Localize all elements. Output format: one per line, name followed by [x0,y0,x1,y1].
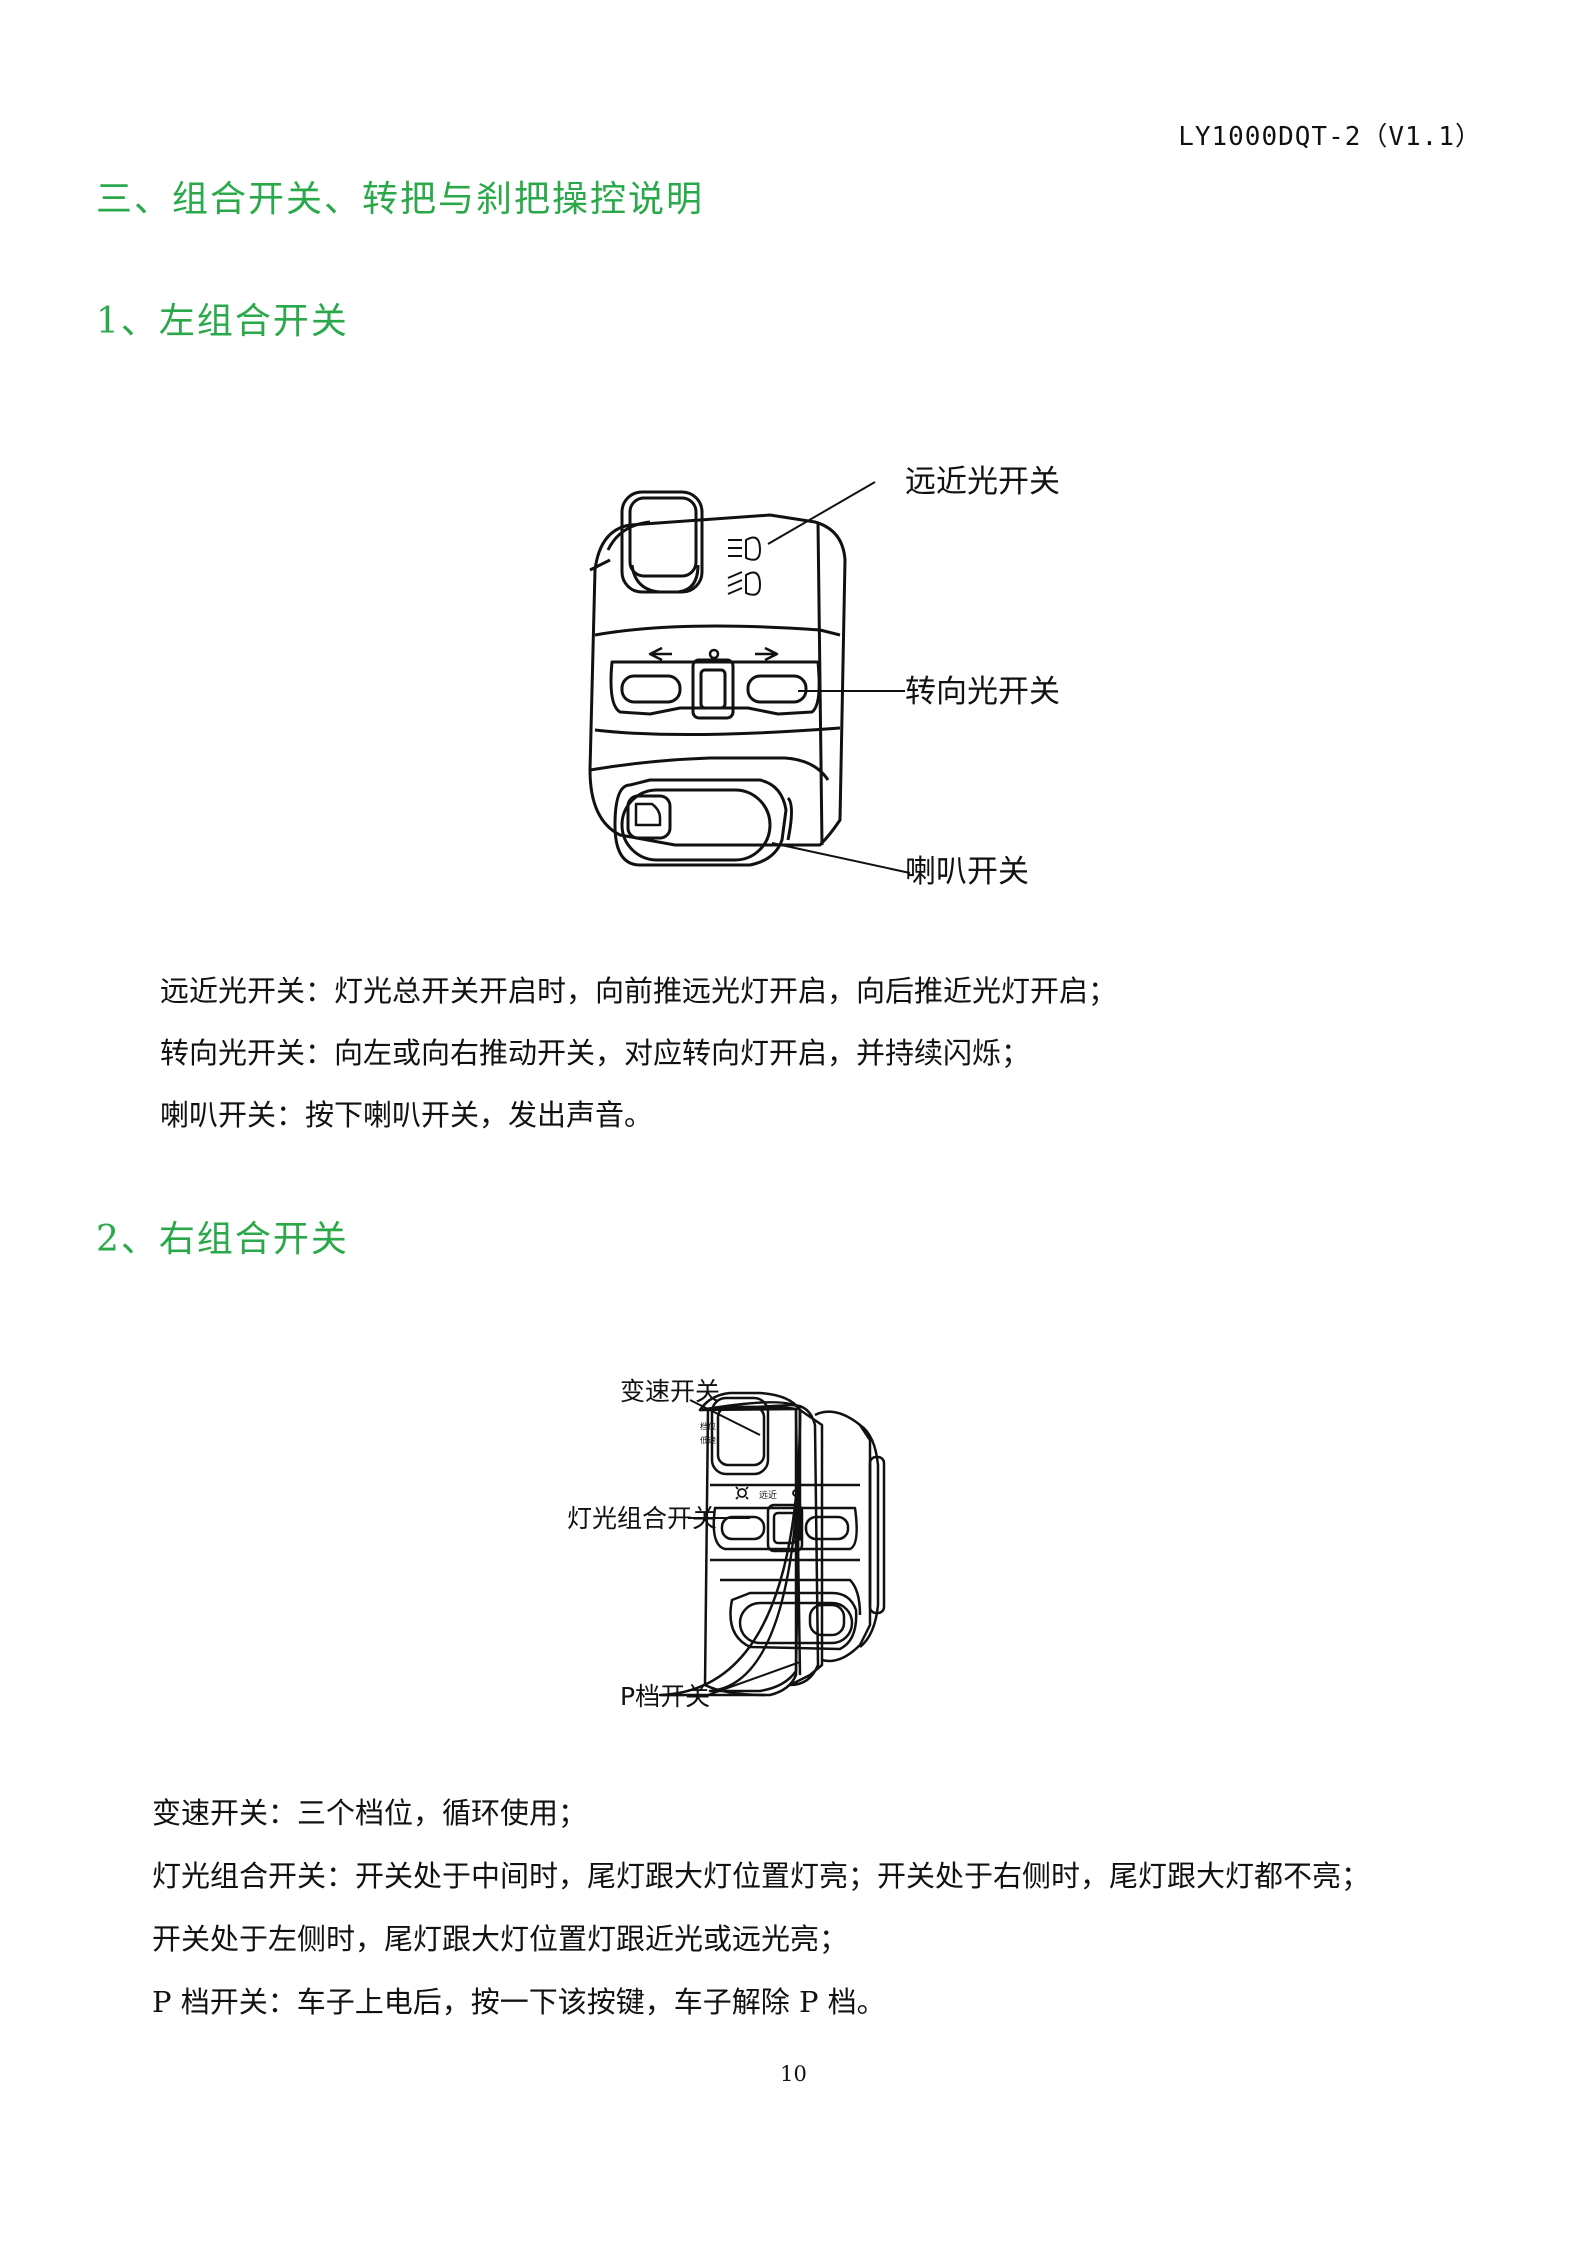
svg-text:低速: 低速 [700,1435,716,1445]
park-switch-callout: P档开关 [620,1682,710,1711]
right-switch-figure: 档位 低速 远近 变速开关 灯光组合开关 P档开关 [567,1377,886,1711]
document-code: LY1000DQT-2（V1.1） [1178,122,1482,152]
svg-text:远近: 远近 [759,1489,777,1501]
speed-switch-description: 变速开关：三个档位，循环使用； [152,1796,588,1830]
left-switch-title: 1、左组合开关 [96,301,349,342]
horn-switch-callout: 喇叭开关 [905,854,1029,890]
light-switch-description-2: 开关处于左侧时，尾灯跟大灯位置灯跟近光或远光亮； [152,1922,849,1956]
horn-switch-description: 喇叭开关：按下喇叭开关，发出声音。 [160,1098,654,1132]
turn-switch-callout: 转向光开关 [905,674,1060,710]
light-switch-description-1: 灯光组合开关：开关处于中间时，尾灯跟大灯位置灯亮；开关处于右侧时，尾灯跟大灯都不… [152,1859,1371,1893]
light-switch-callout: 灯光组合开关 [567,1504,717,1533]
light-icon [737,1488,747,1498]
turn-switch-description: 转向光开关：向左或向右推动开关，对应转向灯开启，并持续闪烁； [160,1036,1031,1070]
section-title: 三、组合开关、转把与刹把操控说明 [96,179,705,220]
light-switch-slot [712,1506,858,1551]
right-switch-title: 2、右组合开关 [96,1219,349,1260]
beam-icon [727,536,761,596]
light-switch-knob [766,1503,804,1553]
speed-switch-button [710,1396,770,1476]
park-button [729,1591,858,1651]
turn-switch-knob [691,658,735,720]
turn-indicator-icons [648,646,779,662]
page-number: 10 [780,2062,807,2086]
switch-housing [588,513,847,847]
speed-switch-callout: 变速开关 [620,1377,720,1406]
svg-text:档位: 档位 [700,1421,716,1431]
horn-button [613,778,788,867]
beam-switch-callout: 远近光开关 [905,464,1060,500]
beam-switch-description: 远近光开关：灯光总开关开启时，向前推远光灯开启，向后推近光灯开启； [160,974,1118,1008]
park-switch-description: P 档开关：车子上电后，按一下该按键，车子解除 P 档。 [152,1985,886,2019]
left-switch-figure: 远近光开关 转向光开关 喇叭开关 [588,464,1060,890]
